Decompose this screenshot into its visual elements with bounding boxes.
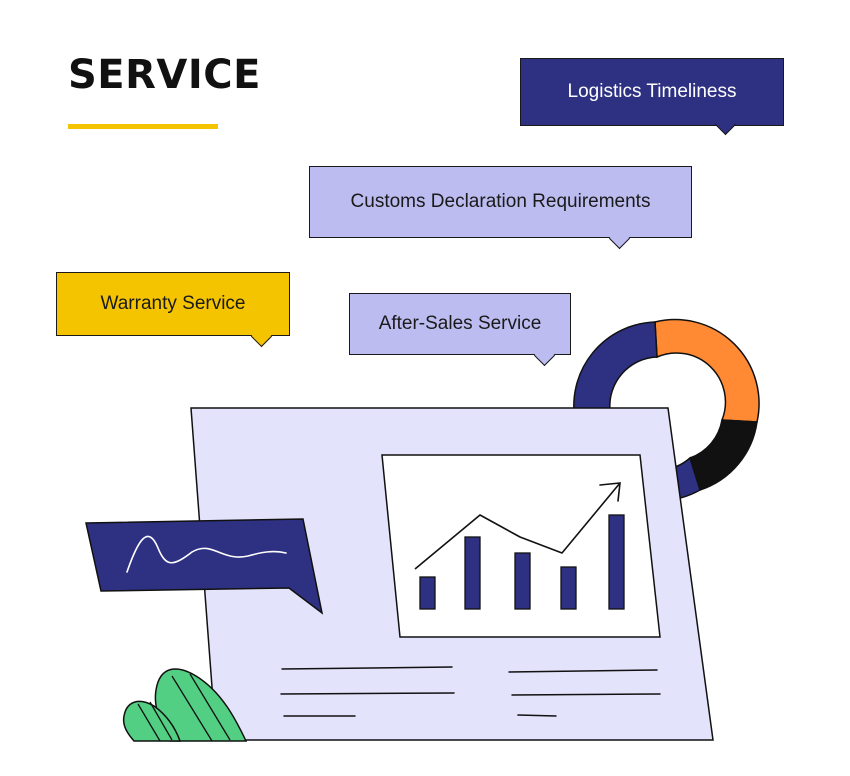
logistics-timeliness-bubble: Logistics Timeliness (520, 58, 784, 126)
wave-card (85, 518, 324, 615)
customs-declaration-label: Customs Declaration Requirements (350, 191, 651, 212)
text-lines (280, 666, 661, 717)
bar-5 (608, 514, 625, 610)
leaf-icon (122, 668, 248, 742)
bar-2 (464, 536, 481, 610)
after-sales-service-bubble: After-Sales Service (349, 293, 571, 355)
bar-4 (560, 566, 577, 610)
bar-3 (514, 552, 531, 610)
wave-line-icon (126, 535, 287, 573)
bar-series (419, 514, 625, 610)
page-title: SERVICE (68, 52, 261, 98)
bar-1 (419, 576, 436, 610)
warranty-service-bubble: Warranty Service (56, 272, 290, 336)
logistics-timeliness-label: Logistics Timeliness (567, 81, 737, 102)
chart-frame (381, 454, 661, 638)
title-underline (68, 124, 218, 129)
after-sales-service-label: After-Sales Service (378, 313, 542, 334)
customs-declaration-bubble: Customs Declaration Requirements (309, 166, 692, 238)
warranty-service-label: Warranty Service (100, 293, 246, 314)
trend-up-arrow-icon (414, 482, 621, 570)
